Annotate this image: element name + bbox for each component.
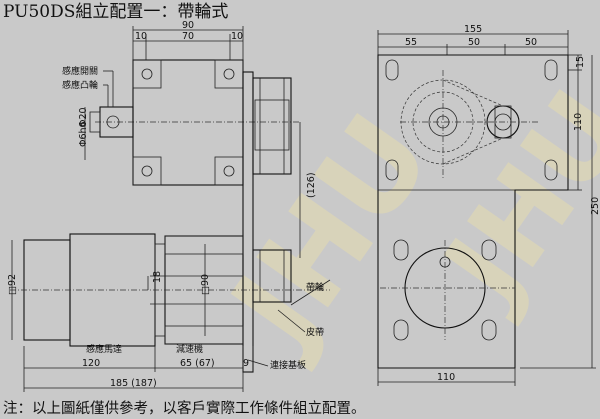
front-view: 155 55 50 50 bbox=[377, 24, 600, 386]
dim-side-top: 15 bbox=[575, 56, 586, 68]
dim-motor-len: 120 bbox=[82, 358, 100, 369]
dim-top-mid: 70 bbox=[182, 31, 194, 42]
label-motor: 感應馬達 bbox=[86, 343, 122, 355]
dim-top-left: 10 bbox=[135, 31, 147, 42]
dim-side-mid: 110 bbox=[573, 113, 584, 131]
dim-total: 185 (187) bbox=[110, 378, 157, 389]
label-pulley: 帶輪 bbox=[306, 281, 324, 293]
dim-plate: 9 bbox=[243, 358, 249, 369]
dim-phi20: Φ20 bbox=[78, 107, 89, 127]
dim-top-right: 10 bbox=[231, 31, 243, 42]
top-view: 90 10 70 10 感應開關 感應凸輪 Φ20 Φ6h6 bbox=[62, 20, 317, 373]
dim-right-b: 50 bbox=[468, 37, 480, 48]
mount-holes bbox=[385, 59, 558, 341]
dim-phi6h6: Φ6h6 bbox=[78, 121, 89, 147]
dim-126: (126) bbox=[306, 172, 317, 198]
dim-18: 18 bbox=[152, 271, 163, 283]
dim-height: 250 bbox=[590, 197, 600, 215]
side-view: □92 □90 18 帶輪 皮帶 感應馬達 減速機 連接基板 120 65 (6… bbox=[7, 233, 331, 392]
dim-sq92: □92 bbox=[7, 274, 18, 295]
label-belt: 皮帶 bbox=[306, 326, 324, 338]
dim-sq90: □90 bbox=[200, 274, 211, 295]
dim-right-bottom: 110 bbox=[437, 372, 455, 383]
footnote: 注：以上圖紙僅供參考，以客戶實際工作條件組立配置。 bbox=[3, 399, 366, 417]
page-title: PU50DS組立配置一：帶輪式 bbox=[3, 2, 228, 22]
svg-text:JHU: JHU bbox=[202, 91, 459, 375]
dim-reducer-len: 65 (67) bbox=[180, 358, 215, 369]
dim-right-a: 55 bbox=[405, 37, 417, 48]
svg-text:JHU: JHU bbox=[416, 68, 600, 329]
label-base-plate: 連接基板 bbox=[270, 359, 306, 371]
label-reducer: 減速機 bbox=[176, 343, 203, 355]
dim-right-c: 50 bbox=[525, 37, 537, 48]
label-sensor-cam: 感應凸輪 bbox=[62, 79, 98, 91]
watermark: JHU JHU bbox=[202, 68, 600, 375]
label-sensor-switch: 感應開關 bbox=[62, 65, 98, 77]
dim-right-overall: 155 bbox=[464, 24, 482, 35]
dim-top-overall: 90 bbox=[182, 20, 194, 31]
